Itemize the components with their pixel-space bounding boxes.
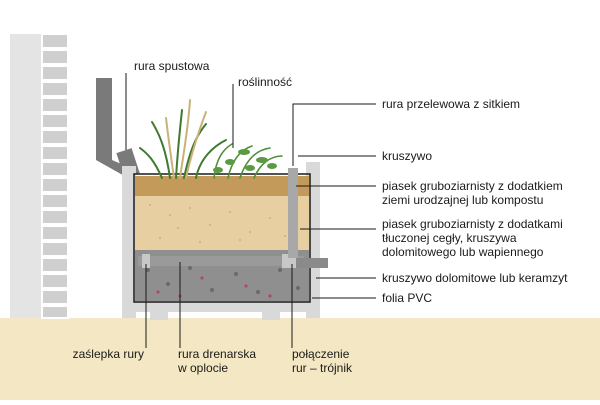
top-soil-layer [135, 176, 309, 196]
brick-wall [10, 33, 69, 319]
label-top-sand-line2: ziemi urodzajnej lub kompostu [382, 193, 543, 207]
pvc-liner [133, 173, 311, 303]
label-tee-line1: połączenie [292, 347, 350, 361]
label-gravel: kruszywo dolomitowe lub keramzyt [382, 271, 568, 285]
overflow-pipe [288, 168, 298, 258]
label-mid-sand-line2: tłuczonej cegły, kruszywa [382, 231, 517, 245]
pipe-cap [142, 254, 150, 268]
label-mid-sand-line3: dolomitowego lub wapiennego [382, 245, 544, 259]
label-aggregate: kruszywo [382, 149, 432, 163]
vegetation [139, 99, 283, 179]
label-drain-pipe-line2: w oplocie [177, 361, 228, 375]
label-overflow-pipe: rura przelewowa z sitkiem [382, 97, 520, 111]
downpipe [96, 78, 140, 178]
label-liner: folia PVC [382, 291, 432, 305]
gravel-texture [146, 266, 300, 298]
label-downpipe: rura spustowa [134, 59, 210, 73]
sand-texture [149, 204, 286, 243]
label-vegetation: roślinność [238, 75, 292, 89]
sand-layer [135, 196, 309, 250]
label-tee-line2: rur – trójnik [292, 361, 353, 375]
container [122, 162, 320, 320]
outlet-pipe [296, 258, 328, 268]
drain-pipe [138, 256, 304, 266]
label-drain-pipe-line1: rura drenarska [178, 347, 256, 361]
label-pipe-cap: zaślepka rury [73, 347, 144, 361]
label-top-sand-line1: piasek gruboziarnisty z dodatkiem [382, 179, 563, 193]
leader-lines [125, 73, 376, 348]
label-mid-sand-line1: piasek gruboziarnisty z dodatkami [382, 217, 563, 231]
ground [0, 318, 600, 400]
